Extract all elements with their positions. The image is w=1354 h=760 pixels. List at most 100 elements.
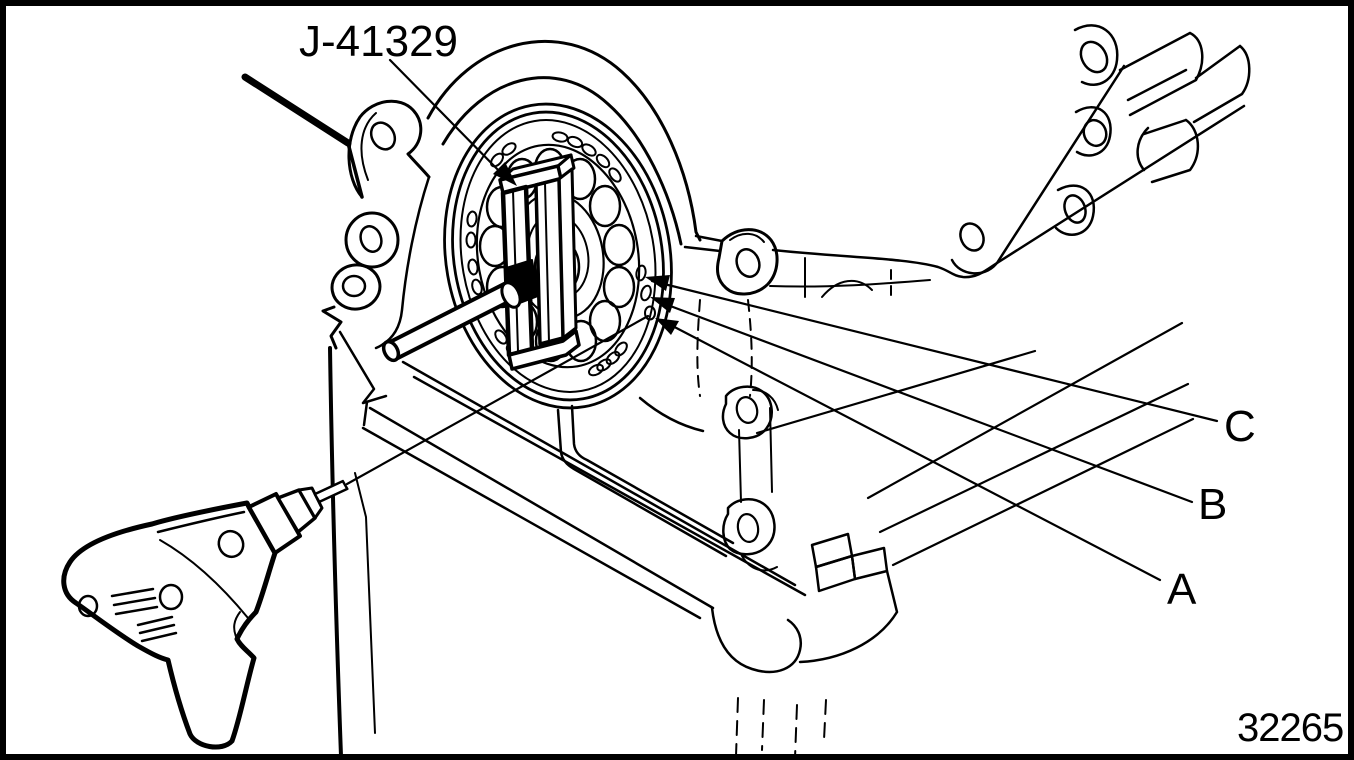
timing-slot [581, 143, 597, 157]
drill-badge-oval-2 [158, 583, 184, 611]
drive-rod [381, 259, 539, 363]
block-upper-right [950, 24, 1251, 275]
target-slot-c [635, 264, 647, 282]
flange-face-edge [374, 175, 431, 350]
tool-bracket [498, 153, 581, 371]
target-slot-b [640, 284, 652, 302]
drill-seam-top [156, 510, 246, 534]
bellhousing-arc-inner [441, 76, 683, 246]
timing-slot [494, 329, 508, 345]
flexplate-hole [588, 184, 622, 228]
rod-collar [500, 281, 522, 309]
hole-ring-outer [475, 143, 641, 369]
bellhousing-arc-outer [426, 39, 702, 242]
housing-ear-inner [729, 232, 765, 243]
timing-slot [467, 258, 479, 276]
bracket-foot [507, 329, 581, 371]
pipe-boss-hook [950, 258, 998, 275]
boss-tube-1 [1118, 31, 1204, 117]
leader-line-a [661, 319, 1162, 582]
arrowhead-icon-a [655, 318, 679, 335]
drill-badge-oval-3 [77, 594, 99, 618]
pan-rail-3 [368, 406, 715, 610]
timing-slot [551, 131, 569, 143]
target-hole-a [644, 305, 656, 321]
tool-label: J-41329 [299, 17, 458, 66]
timing-slot [588, 363, 604, 377]
bolt-ear-2 [344, 211, 400, 269]
arrowhead-icon-b [650, 297, 675, 313]
housing-ear-hole [735, 248, 761, 278]
boss-tube-2 [1192, 44, 1251, 124]
timing-slot [501, 142, 517, 156]
drill-vents-2 [136, 615, 178, 643]
callout-a-label: A [1167, 565, 1197, 614]
housing-bottom-edge-2 [570, 404, 735, 545]
flexplate-face-edge [459, 119, 657, 393]
pan-flange-corner [362, 400, 369, 427]
flange-notch [321, 305, 343, 350]
timing-slot [614, 341, 628, 357]
timing-slot [595, 153, 611, 169]
bolt-hole-3 [341, 274, 367, 298]
bellhousing [426, 39, 1246, 433]
block-parting-line-2 [769, 279, 931, 288]
bolt-hole-1 [369, 121, 397, 151]
rail-boss-lower [722, 498, 776, 556]
rail-boss-curl [741, 555, 778, 572]
bolt-ear-1 [347, 99, 431, 199]
rail-line-long-2 [878, 382, 1190, 534]
block-left-inner-edge [354, 472, 376, 734]
pipe-boss-hole [959, 222, 985, 252]
hidden-lines-bottom [735, 697, 827, 759]
arrowhead-icon-c [645, 275, 670, 291]
boss-link-lines [738, 407, 773, 503]
rail-boss-lower-hole [736, 513, 760, 543]
drill-chuck-band-1 [247, 492, 302, 555]
rod-end-cap [381, 339, 401, 363]
labels: J-41329 C B A 32265 [299, 17, 1344, 750]
bolt-hole-2 [359, 225, 383, 253]
block-rib-line-2 [995, 104, 1246, 265]
leader-line-c [650, 279, 1219, 423]
upper-boss-hole [1079, 40, 1109, 74]
timing-slot [471, 278, 483, 296]
drill-bit [313, 479, 349, 504]
arc-to-ear-links [683, 234, 724, 253]
timing-slot [608, 167, 622, 183]
pan-rail-2 [412, 375, 807, 597]
timing-slots [465, 131, 656, 377]
timing-slot [605, 350, 621, 366]
rail-line-long-3 [891, 417, 1195, 567]
flexplate-hole [602, 265, 636, 309]
mid-boss-hole [1082, 118, 1108, 148]
timing-slot [466, 210, 478, 228]
drill-trigger [233, 611, 241, 640]
lower-boss-arc [1054, 184, 1096, 236]
arrowhead-icon-tool [493, 162, 517, 186]
timing-slot [465, 231, 477, 249]
bolt-ear-3 [330, 263, 382, 311]
block-parting-line [771, 248, 999, 279]
drill-badge-oval-1 [217, 529, 245, 559]
rail-boss-upper-hole [735, 396, 759, 424]
block-left-edge [328, 346, 343, 758]
leader-line-tool [388, 58, 507, 179]
rail-boss-upper [721, 385, 773, 440]
block-rib-line-1 [995, 64, 1126, 265]
housing-bottom-edge-1 [556, 408, 728, 558]
block-arc-detail [821, 279, 873, 298]
callout-b-label: B [1198, 480, 1227, 529]
callout-leaders [345, 58, 1219, 582]
bolt-ear-1-inner [360, 112, 377, 181]
leader-line-b [655, 299, 1194, 504]
flange-top-edge [241, 73, 352, 147]
upper-boss-arc [1073, 24, 1119, 86]
hidden-line-1 [696, 299, 701, 397]
drill [61, 479, 349, 750]
figure-number: 32265 [1237, 706, 1343, 750]
drill-seam-diagonal [159, 539, 249, 619]
